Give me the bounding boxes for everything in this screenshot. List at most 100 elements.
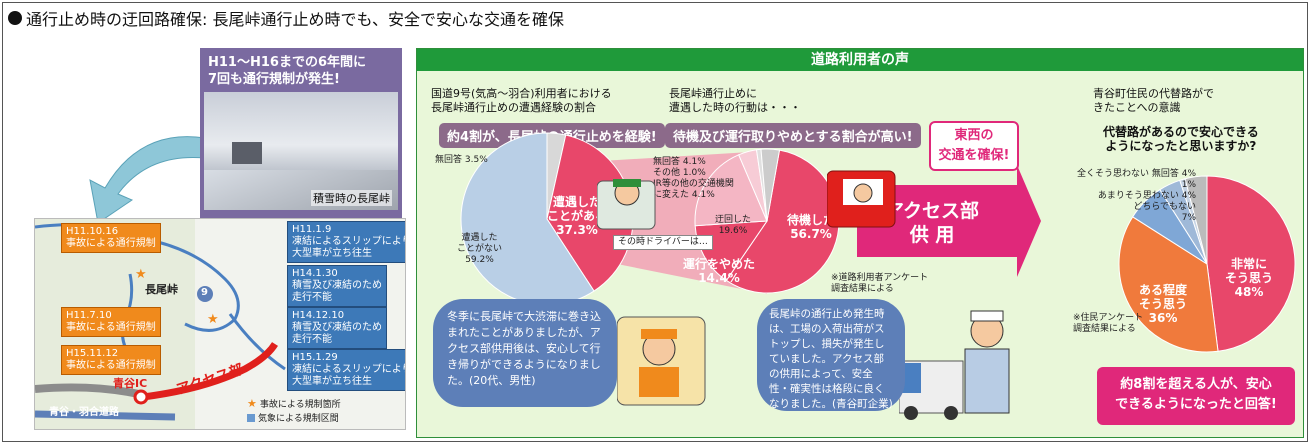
- access-arrow: [857, 165, 1041, 277]
- star-icon: ★: [247, 397, 257, 410]
- pie2-stop-value: 14.4%: [698, 271, 740, 285]
- square-icon: [247, 413, 255, 422]
- pie2-stop-line1: 運行をやめた: [683, 257, 756, 271]
- pie3-label-somewhat: ある程度 そう思う 36%: [1139, 283, 1187, 325]
- east-west-badge: 東西の 交通を確保!: [929, 121, 1019, 171]
- photo-truck: [232, 142, 262, 164]
- weather-tag-4-desc2: 大型車が立ち往生: [292, 376, 372, 387]
- place-nagaotouge: 長尾峠: [145, 283, 178, 296]
- pie2-other-value: 1.0%: [682, 168, 706, 178]
- pie1-noanswer-value: 3.5%: [464, 155, 488, 165]
- comment-driver: 冬季に長尾峠で大渋滞に巻き込まれたことがありましたが、アクセス部供用後は、安心し…: [433, 299, 617, 407]
- pie3-somewhat-value: 36%: [1148, 311, 1178, 325]
- weather-tag-3: H14.12.10 積雪及び凍結のため 走行不能: [287, 307, 387, 349]
- legend-weather: 気象による規制区間: [247, 411, 339, 424]
- pie2-noanswer: 無回答 4.1%: [653, 157, 734, 168]
- pie3-notmuch-value: 4%: [1181, 191, 1197, 201]
- svg-text:★: ★: [207, 312, 219, 327]
- legend-accident: ★ 事故による規制箇所: [247, 397, 341, 410]
- pie1-label-never: 遭遇した ことがない 59.2%: [457, 233, 502, 266]
- pie1-label-yes: 遭遇した ことがある 37.3%: [547, 195, 607, 237]
- access-arrow-text: アクセス部 供 用: [885, 199, 979, 247]
- weather-tag-1-desc2: 大型車が立ち往生: [292, 248, 372, 259]
- pie2-noanswer-value: 4.1%: [682, 157, 706, 167]
- pie2-other-name: その他: [653, 168, 681, 178]
- pie3-very-line2: そう思う: [1225, 271, 1274, 285]
- weather-tag-4: H15.1.29 凍結によるスリップにより 大型車が立ち往生: [287, 349, 405, 391]
- note-road-users-line2: 調査結果による: [831, 284, 894, 294]
- pie3-none-value: 1%: [1181, 180, 1197, 190]
- bubble-behaviour: 待機及び運行取りやめとする割合が高い!: [665, 123, 921, 148]
- east-west-line2: 交通を確保!: [938, 148, 1010, 163]
- survey2-title: 長尾峠通行止めに 遭遇した時の行動は・・・: [669, 87, 801, 115]
- weather-tag-2: H14.1.30 積雪及び凍結のため 走行不能: [287, 265, 387, 307]
- pie3-label-small: 全くそう思わない 無回答 4% 1% あまりそう思わない 4% どちらでもない …: [1077, 169, 1196, 224]
- pie2-slice-2: [694, 154, 768, 227]
- truck-driver-illustration: [827, 170, 896, 228]
- accident-tag-1-date: H11.10.16: [66, 226, 119, 237]
- route-map: ★ ★ ★ H11.10.16 事故による通行規制 H11.7.10 事故による…: [34, 218, 406, 430]
- survey1-title-line1: 国道9号(気高～羽合)利用者における: [431, 87, 612, 100]
- weather-tag-3-date: H14.12.10: [292, 310, 345, 321]
- pie2-jr: に変えた 4.1%: [653, 190, 734, 201]
- accident-tag-3-date: H15.11.12: [66, 348, 119, 359]
- final-message-line1: 約8割を超える人が、安心: [1120, 377, 1272, 392]
- photo-title: H11～H16までの6年間に 7回も通行規制が発生!: [204, 52, 398, 92]
- weather-tag-4-date: H15.1.29: [292, 352, 338, 363]
- pie1-noanswer-name: 無回答: [435, 155, 463, 165]
- survey3-title: 青谷町住民の代替路がで きたことへの意識: [1093, 87, 1214, 115]
- accident-tag-2-desc: 事故による通行規制: [66, 322, 156, 333]
- pie3-none: 全くそう思わない 無回答 4%: [1077, 169, 1196, 180]
- voice-header: 道路利用者の声: [417, 49, 1303, 71]
- pie2-detour-line1: 迂回した: [715, 215, 752, 225]
- weather-tag-1-date: H11.1.9: [292, 224, 332, 235]
- driver-illustration-1: [597, 179, 656, 230]
- photo-caption: 積雪時の長尾峠: [311, 190, 392, 206]
- pie2-jr-line2: に変えた: [653, 190, 690, 200]
- pie2-slice-0: [725, 149, 840, 294]
- pie3-noanswer-name: 無回答: [1151, 169, 1179, 179]
- access-arrow-line2: 供 用: [909, 224, 955, 246]
- snow-photo-panel: H11～H16までの6年間に 7回も通行規制が発生! 積雪時の長尾峠: [200, 48, 402, 220]
- pie2-jr-value: 4.1%: [691, 190, 715, 200]
- route-number: 9: [201, 287, 208, 298]
- pie3-noanswer-value: 4%: [1181, 169, 1197, 179]
- voice-panel: 道路利用者の声 国道9号(気高～羽合)利用者における 長尾峠通行止めの遭遇経験の…: [416, 48, 1304, 438]
- weather-tag-3-desc2: 走行不能: [292, 334, 332, 345]
- survey3-title-line1: 青谷町住民の代替路がで: [1093, 87, 1214, 100]
- legend-weather-text: 気象による規制区間: [258, 414, 339, 424]
- weather-tag-2-desc2: 走行不能: [292, 292, 332, 303]
- comment-company: 長尾峠の通行止め発生時は、工場の入荷出荷がストップし、損失が発生していました。ア…: [757, 299, 905, 411]
- headline-text: 通行止め時の迂回路確保: 長尾峠通行止め時でも、安全で安心な交通を確保: [26, 10, 564, 29]
- accident-tag-2: H11.7.10 事故による通行規制: [61, 307, 161, 337]
- pie3-neutral-name: どちらでもない: [1133, 202, 1197, 212]
- driver-illustration-2: [617, 316, 706, 406]
- pie1-never-value: 59.2%: [465, 255, 494, 265]
- pie3-very-value: 48%: [1234, 285, 1264, 299]
- place-aoya-ic: 青谷IC: [113, 377, 148, 390]
- east-west-line1: 東西の: [954, 128, 994, 143]
- pie2-label-detour: 迂回した 19.6%: [715, 215, 751, 237]
- note-residents: ※住民アンケート 調査結果による: [1073, 313, 1143, 335]
- final-message-line2: できるようになったと回答!: [1115, 397, 1277, 412]
- driver-label: その時ドライバーは…: [613, 235, 713, 250]
- pie1-label-noanswer: 無回答 3.5%: [435, 155, 488, 166]
- accident-tag-3: H15.11.12 事故による通行規制: [61, 345, 161, 375]
- pie1-never-line1: 遭遇した: [461, 233, 498, 243]
- survey3-question: 代替路があるので安心できる ようになったと思いますか?: [1103, 125, 1259, 153]
- pie2-jr-line1: JR等の他の交通機関: [653, 179, 734, 189]
- pie2-label-wait: 待機した 56.7%: [787, 213, 835, 241]
- road-label: 青谷・羽合道路: [49, 407, 119, 418]
- pie3-somewhat-line1: ある程度: [1139, 283, 1188, 297]
- pie2-other: その他 1.0%: [653, 168, 734, 179]
- pie3-slice-1: [1118, 216, 1219, 353]
- accident-tag-1: H11.10.16 事故による通行規制: [61, 223, 161, 253]
- photo-title-line1: H11～H16までの6年間に: [208, 55, 366, 70]
- final-message: 約8割を超える人が、安心 できるようになったと回答!: [1097, 367, 1295, 425]
- pie3-slice-5: [1184, 175, 1208, 265]
- pie1-yes-line1: 遭遇した: [553, 195, 602, 209]
- survey1-title-line2: 長尾峠通行止めの遭遇経験の割合: [431, 101, 596, 114]
- accident-tag-3-desc: 事故による通行規制: [66, 360, 156, 371]
- pie3-none-name: 全くそう思わない: [1077, 169, 1150, 179]
